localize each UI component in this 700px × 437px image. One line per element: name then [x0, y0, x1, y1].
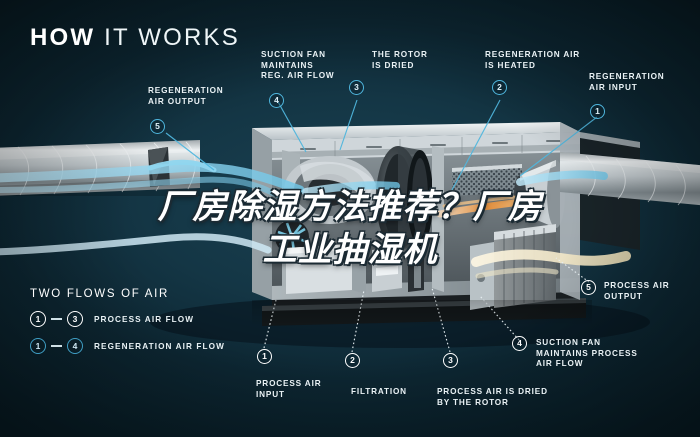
callout-label-process-air-dried: PROCESS AIR IS DRIED BY THE ROTOR [437, 387, 548, 407]
callout-label-rotor-is-dried: THE ROTOR IS DRIED [372, 50, 428, 70]
legend-row-process-air-flow: 1 3 PROCESS AIR FLOW [30, 311, 225, 327]
callout-bullet-rotor-is-dried[interactable]: 3 [349, 80, 364, 95]
callout-bullet-filtration[interactable]: 2 [345, 353, 360, 368]
legend-bullet-from: 1 [30, 311, 46, 327]
legend-dash [51, 318, 62, 320]
callout-bullet-regeneration-air-input[interactable]: 1 [590, 104, 605, 119]
duct-right [560, 152, 700, 206]
callout-label-process-air-input: PROCESS AIR INPUT [256, 379, 322, 399]
legend-bullet-to: 4 [67, 338, 83, 354]
callout-label-suction-fan-regeneration: SUCTION FAN MAINTAINS REG. AIR FLOW [261, 50, 335, 81]
legend-heading: TWO FLOWS OF AIR [30, 288, 170, 300]
callout-bullet-process-air-output[interactable]: 5 [581, 280, 596, 295]
callout-bullet-regeneration-air-heated[interactable]: 2 [492, 80, 507, 95]
callout-label-regeneration-air-heated: REGENERATION AIR IS HEATED [485, 50, 581, 70]
callout-label-suction-fan-process: SUCTION FAN MAINTAINS PROCESS AIR FLOW [536, 338, 638, 369]
callout-label-regeneration-air-input: REGENERATION AIR INPUT [589, 72, 665, 92]
legend: TWO FLOWS OF AIR 1 3 PROCESS AIR FLOW 1 … [30, 288, 225, 365]
callout-bullet-process-air-input[interactable]: 1 [257, 349, 272, 364]
callout-bullet-regeneration-air-output[interactable]: 5 [150, 119, 165, 134]
lower-components [286, 244, 424, 294]
chinese-headline-line2: 工业抽湿机 [262, 230, 438, 270]
callout-bullet-process-air-dried[interactable]: 3 [443, 353, 458, 368]
callout-bullet-suction-fan-regeneration[interactable]: 4 [269, 93, 284, 108]
legend-label-process-air-flow: PROCESS AIR FLOW [94, 314, 195, 324]
desiccant-rotor [376, 146, 433, 250]
legend-row-regeneration-air-flow: 1 4 REGENERATION AIR FLOW [30, 338, 225, 354]
legend-label-regeneration-air-flow: REGENERATION AIR FLOW [94, 341, 225, 351]
callout-label-filtration: FILTRATION [351, 387, 407, 396]
legend-bullet-to: 3 [67, 311, 83, 327]
callout-bullet-suction-fan-process[interactable]: 4 [512, 336, 527, 351]
callout-label-process-air-output: PROCESS AIR OUTPUT [604, 281, 670, 301]
page-title-light: IT WORKS [104, 24, 240, 51]
airflow-ribbons [0, 159, 631, 279]
legend-dash [51, 345, 62, 347]
heater-mesh [452, 164, 522, 204]
page-title: HOW IT WORKS [30, 24, 240, 52]
legend-bullet-from: 1 [30, 338, 46, 354]
chinese-headline-overlay: 厂房除湿方法推荐？厂房 工业抽湿机 [0, 186, 700, 272]
callout-label-regeneration-air-output: REGENERATION AIR OUTPUT [148, 86, 224, 106]
chinese-headline-line1: 厂房除湿方法推荐？厂房 [157, 187, 543, 227]
page-title-bold: HOW [30, 24, 96, 51]
